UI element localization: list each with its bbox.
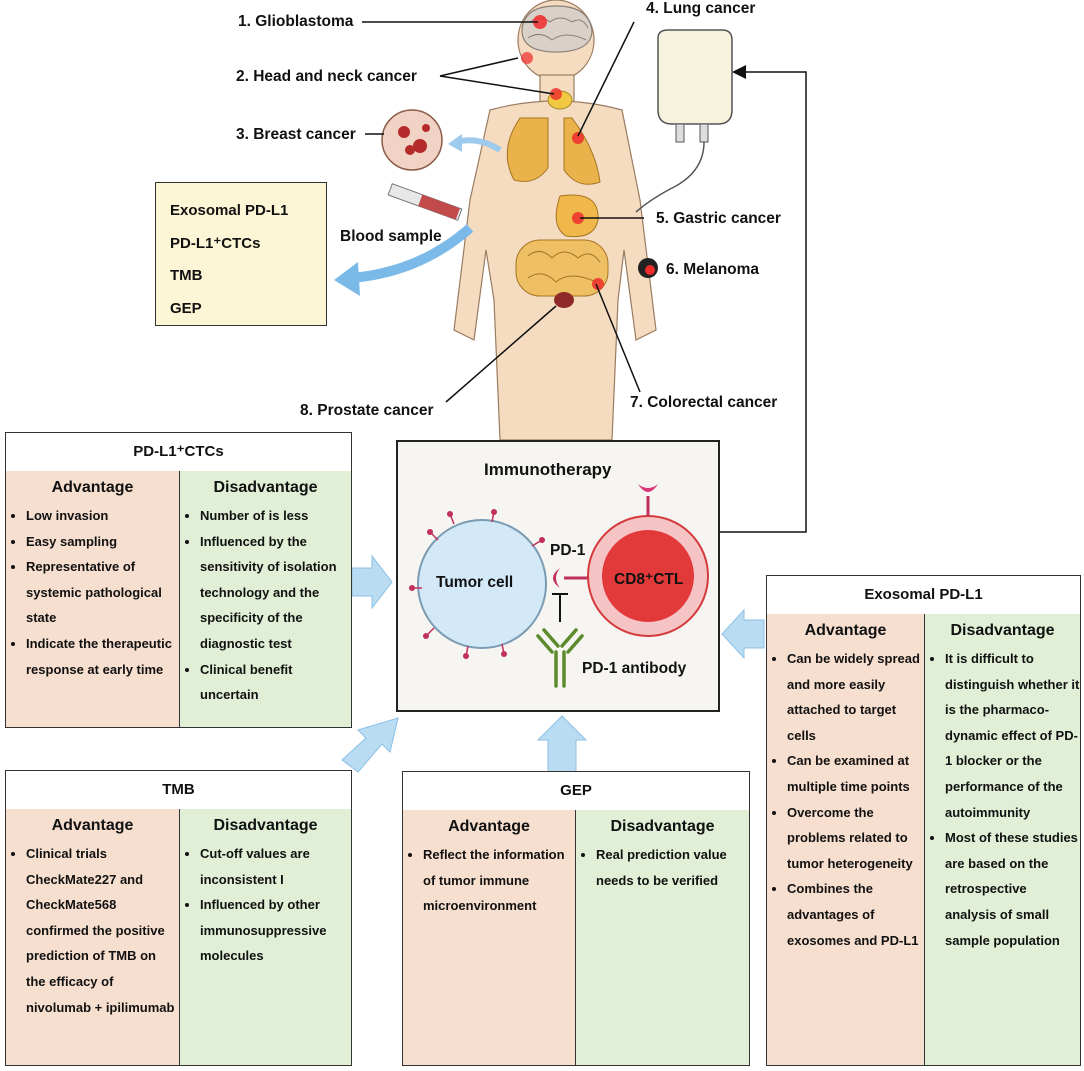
immunotherapy-box: Immunotherapy Tumor cell PD-1 CD [396,440,720,712]
list-item: Real prediction value needs to be verifi… [596,842,749,893]
panel-exosomal-title: Exosomal PD-L1 [767,576,1080,615]
arrow-from-exosomal [721,608,765,660]
gep-advantage-list: Reflect the information of tumor immune … [403,842,575,919]
exosomal-advantage-list: Can be widely spread and more easily att… [767,646,924,953]
label-melanoma: 6. Melanoma [666,261,760,278]
list-item: Influenced by other immunosuppressive mo… [200,892,351,969]
tumor-cell [417,519,547,649]
biomarker-tmb: TMB [170,267,203,284]
list-item: Overcome the problems related to tumor h… [787,800,924,877]
gep-disadvantage-column: Disadvantage Real prediction value needs… [575,810,749,1065]
tmb-disadvantage-heading: Disadvantage [213,817,318,834]
exosomal-disadvantage-heading: Disadvantage [950,622,1055,639]
biomarker-gep: GEP [170,299,202,317]
list-item: Low invasion [26,503,179,529]
iv-bag-icon [635,29,733,213]
label-head-neck-cancer: 2. Head and neck cancer [236,68,417,85]
label-blood-sample: Blood sample [340,228,442,245]
biomarker-exosomal: Exosomal PD-L1 [170,202,289,219]
list-item: Clinical trials CheckMate227 and CheckMa… [26,841,179,1020]
list-item: Can be examined at multiple time points [787,748,924,799]
label-lung-cancer: 4. Lung cancer [646,0,756,17]
label-colorectal-cancer: 7. Colorectal cancer [630,394,778,411]
ctl-cell-inner [602,530,694,622]
arrow-from-tmb [341,717,399,773]
panel-tmb: TMB Advantage Clinical trials CheckMate2… [5,770,352,1066]
panel-gep-title: GEP [403,772,749,811]
list-item: Indicate the therapeutic response at ear… [26,631,179,682]
exosomal-disadvantage-column: Disadvantage It is difficult to distingu… [924,614,1080,1065]
gep-advantage-heading: Advantage [448,818,530,835]
list-item: Number of is less [200,503,351,529]
immune-synapse-diagram [409,484,709,688]
tmb-disadvantage-column: Disadvantage Cut-off values are inconsis… [179,809,351,1065]
syringe-icon [387,183,463,221]
list-item: Cut-off values are inconsistent I [200,841,351,892]
exosomal-advantage-column: Advantage Can be widely spread and more … [767,614,924,1065]
antibody-icon [536,628,584,688]
leader-lines [362,21,644,403]
tmb-advantage-heading: Advantage [51,817,134,834]
panel-exosomal: Exosomal PD-L1 Advantage Can be widely s… [766,575,1081,1066]
pd1-antibody-label: PD-1 antibody [582,660,687,677]
ctcs-advantage-list: Low invasionEasy samplingRepresentative … [6,503,179,682]
ctl-label: CD8⁺CTL [614,571,684,588]
ctcs-disadvantage-heading: Disadvantage [213,479,318,496]
prostate-icon [554,292,574,308]
panel-ctcs-title: PD-L1⁺CTCs [6,433,351,472]
tmb-advantage-list: Clinical trials CheckMate227 and CheckMa… [6,841,179,1020]
panel-gep: GEP Advantage Reflect the information of… [402,771,750,1066]
list-item: It is difficult to distinguish whether i… [945,646,1080,825]
tumor-cell-label: Tumor cell [436,574,514,591]
blood-sample-arrow [351,224,474,283]
list-item: Combines the advantages of exosomes and … [787,876,924,953]
tmb-disadvantage-list: Cut-off values are inconsistent IInfluen… [180,841,351,969]
arrow-from-ctcs [351,554,393,610]
feedback-arrow [720,65,807,533]
pd1-label: PD-1 [550,542,586,559]
exosomal-disadvantage-list: It is difficult to distinguish whether i… [925,646,1080,953]
immunotherapy-title: Immunotherapy [484,460,612,479]
glioblastoma-marker [533,15,547,29]
list-item: Can be widely spread and more easily att… [787,646,924,748]
ctcs-advantage-column: Advantage Low invasionEasy samplingRepre… [6,471,179,727]
gep-disadvantage-list: Real prediction value needs to be verifi… [576,842,749,893]
list-item: Easy sampling [26,529,179,555]
gep-advantage-column: Advantage Reflect the information of tum… [403,810,575,1065]
lungs-icon [506,117,549,182]
biomarker-ctcs: PD-L1⁺CTCs [170,234,261,252]
label-prostate-cancer: 8. Prostate cancer [300,402,434,419]
list-item: Influenced by the sensitivity of isolati… [200,529,351,657]
label-glioblastoma: 1. Glioblastoma [238,13,354,30]
list-item: Reflect the information of tumor immune … [423,842,575,919]
label-breast-cancer: 3. Breast cancer [236,126,356,143]
ctcs-disadvantage-list: Number of is lessInfluenced by the sensi… [180,503,351,708]
label-gastric-cancer: 5. Gastric cancer [656,210,781,227]
ctcs-disadvantage-column: Disadvantage Number of is lessInfluenced… [179,471,351,727]
ctcs-advantage-heading: Advantage [51,479,134,496]
exosomal-advantage-heading: Advantage [804,622,887,639]
gep-disadvantage-heading: Disadvantage [610,818,715,835]
list-item: Clinical benefit uncertain [200,657,351,708]
tmb-advantage-column: Advantage Clinical trials CheckMate227 a… [6,809,179,1065]
body-illustration [334,0,733,440]
panel-tmb-title: TMB [6,771,351,810]
list-item: Representative of systemic pathological … [26,554,179,631]
biomarker-list: Exosomal PD-L1 PD-L1⁺CTCs TMB GEP [155,182,327,326]
panel-ctcs: PD-L1⁺CTCs Advantage Low invasionEasy sa… [5,432,352,728]
pd1-receptor [553,568,560,588]
arrow-from-gep [536,715,588,773]
list-item: Most of these studies are based on the r… [945,825,1080,953]
